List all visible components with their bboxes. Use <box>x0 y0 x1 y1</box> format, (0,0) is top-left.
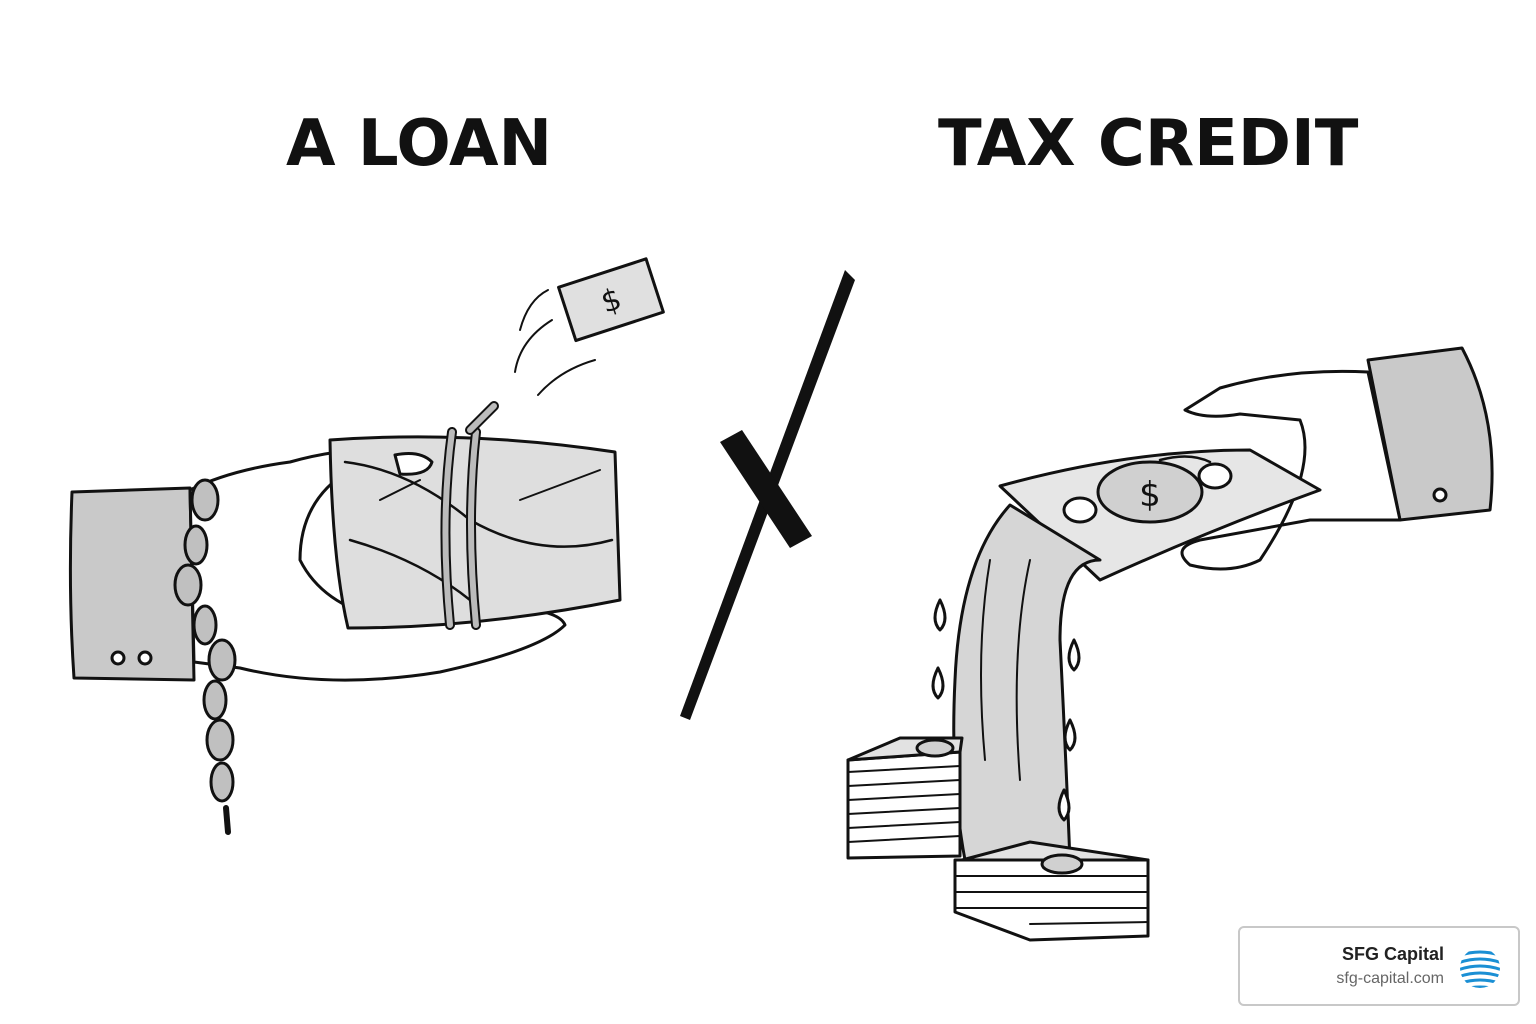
right-hand <box>1180 369 1402 571</box>
hand-pouring-cash-stream-icon: $ <box>846 346 1494 942</box>
chained-hand-with-wrapped-package-icon: $ <box>68 257 665 835</box>
brand-card: SFG Capital sfg-capital.com <box>1238 926 1520 1006</box>
loan-heading: A LOAN <box>286 107 553 181</box>
svg-text:$: $ <box>1139 475 1161 515</box>
chain <box>173 478 237 835</box>
bill-stack-left <box>846 736 964 860</box>
cross-slash-icon <box>680 270 855 720</box>
tax-credit-heading: TAX CREDIT <box>938 107 1359 181</box>
bill-stack-right <box>953 840 1150 942</box>
cash-stream <box>952 503 1102 864</box>
right-sleeve <box>1366 346 1494 522</box>
brand-name: SFG Capital <box>1341 944 1444 964</box>
sfg-logo-icon <box>1460 950 1500 988</box>
flying-dollar-icon: $ <box>557 257 665 343</box>
left-sleeve <box>68 486 196 682</box>
brand-url[interactable]: sfg-capital.com <box>1336 970 1444 987</box>
